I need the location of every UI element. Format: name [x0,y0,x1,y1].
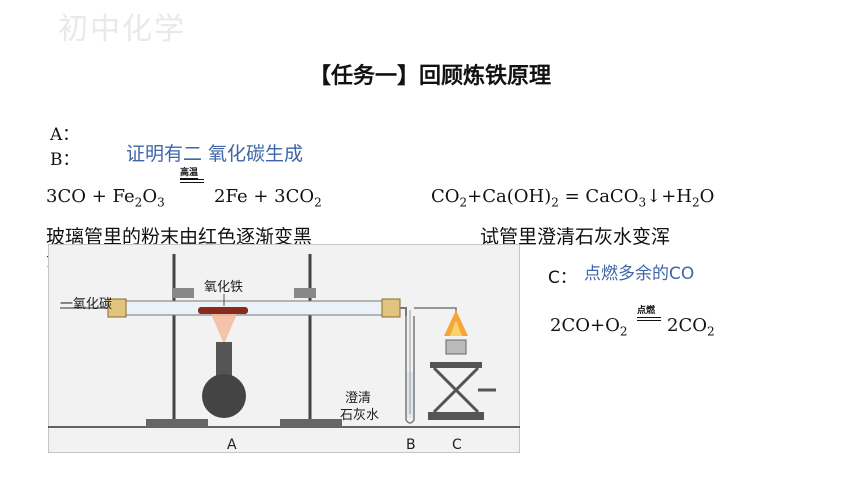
equation2: CO2+Ca(OH)2 = CaCO3↓+H2O [431,186,715,210]
figure-label-b: B [406,437,416,453]
label-b: B： [50,150,80,170]
gas-label: 一氧化碳 [60,297,113,312]
equation3-condition: 点燃 [637,306,656,316]
observation-limewater: 试管里澄清石灰水变浑 [480,226,671,248]
label-c: C： [548,268,577,288]
page-title: 【任务一】回顾炼铁原理 [308,64,551,89]
equation1-equals-line-2 [180,182,204,183]
oxide-label: 氧化铁 [204,280,244,295]
label-a: A： [50,125,80,145]
equation3-reactants: 2CO+O2 [550,315,628,339]
apparatus-diagram [48,244,520,453]
answer-b: 证明有二 氧化碳生成 [126,143,304,165]
limewater-label-2: 石灰水 [340,408,380,423]
limewater-label-1: 澄清 [345,391,372,406]
watermark-text: 初中化学 [58,12,186,47]
equation3-equals-line-1 [637,317,661,318]
figure-label-a: A [227,437,237,453]
answer-c: 点燃多余的CO [584,264,695,284]
observation-tube: 玻璃管里的粉末由红色逐渐变黑 [46,226,313,248]
equation1-reactants: 3CO + Fe2O3 [46,186,165,210]
equation3-equals-line-2 [637,320,661,321]
equation1-products: 2Fe + 3CO2 [214,186,322,210]
equation1-equals-line-1 [180,179,204,180]
equation1-condition: 高温 [180,165,199,179]
figure-label-c: C [452,437,462,453]
equation3-products: 2CO2 [667,315,715,339]
